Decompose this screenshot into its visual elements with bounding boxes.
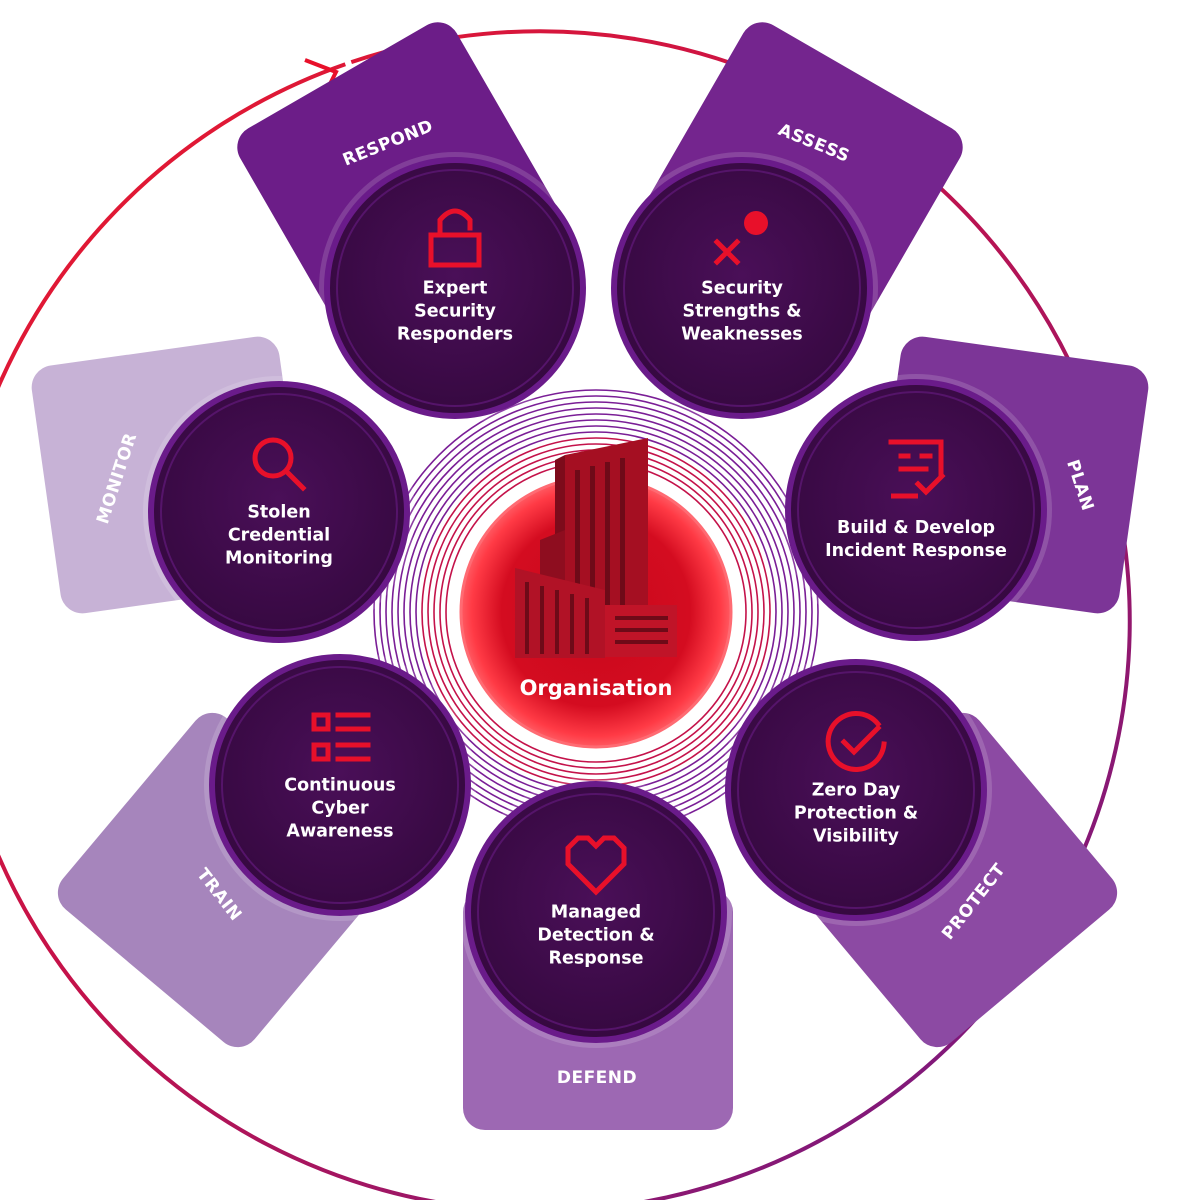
stage-text-monitor: Monitoring bbox=[225, 549, 333, 569]
stage-text-assess: Weaknesses bbox=[681, 325, 802, 345]
organisation-core: Organisation bbox=[459, 438, 733, 749]
stage-text-train: Awareness bbox=[286, 822, 393, 842]
stage-text-respond: Responders bbox=[397, 325, 513, 345]
cross-dot-icon bbox=[713, 211, 768, 266]
stage-text-respond: Expert bbox=[423, 279, 488, 299]
checklist-note-icon bbox=[888, 439, 946, 499]
stage-circles: ExpertSecurityRespondersSecurityStrength… bbox=[143, 152, 1052, 1048]
list-icon bbox=[311, 712, 371, 762]
stage-text-protect: Zero Day bbox=[812, 781, 901, 801]
magnifier-icon bbox=[252, 437, 307, 492]
heart-icon bbox=[565, 835, 627, 896]
building-icon bbox=[515, 438, 677, 658]
stage-text-protect: Visibility bbox=[813, 827, 900, 847]
stage-text-monitor: Credential bbox=[228, 526, 330, 546]
padlock-icon bbox=[428, 208, 482, 268]
check-circle-icon bbox=[825, 710, 887, 772]
stage-text-respond: Security bbox=[414, 302, 496, 322]
stage-text-defend: Detection & bbox=[537, 926, 654, 946]
stage-text-defend: Managed bbox=[551, 903, 641, 923]
stage-text-monitor: Stolen bbox=[247, 503, 310, 523]
center-label: Organisation bbox=[520, 676, 673, 700]
stage-text-plan: Build & Develop bbox=[837, 518, 995, 538]
stage-text-protect: Protection & bbox=[794, 804, 918, 824]
tab-label-defend: DEFEND bbox=[557, 1068, 637, 1088]
stage-text-defend: Response bbox=[548, 949, 643, 969]
core-ring bbox=[427, 443, 765, 781]
stage-text-train: Cyber bbox=[311, 799, 369, 819]
stage-text-plan: Incident Response bbox=[825, 541, 1007, 561]
stage-text-assess: Strengths & bbox=[682, 302, 801, 322]
stage-text-train: Continuous bbox=[284, 776, 396, 796]
stage-text-assess: Security bbox=[701, 279, 783, 299]
